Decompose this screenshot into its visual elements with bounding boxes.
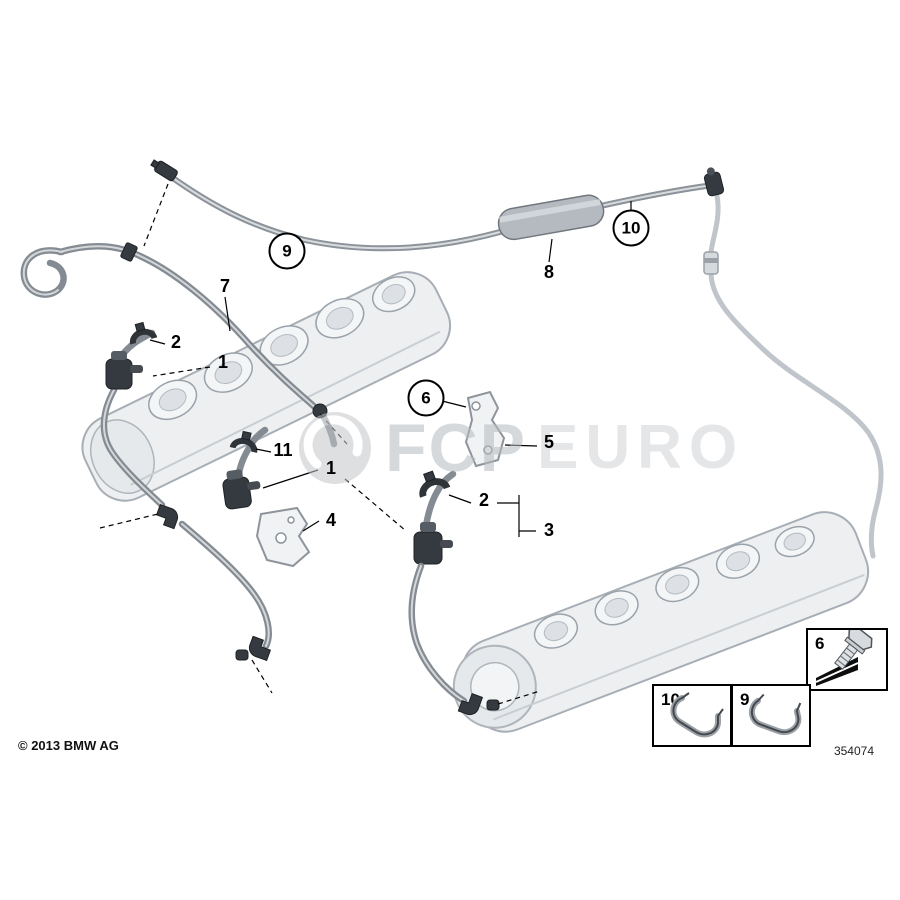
purge-valve-3 <box>413 522 453 565</box>
bolt-icon <box>815 630 873 686</box>
legend-item-bolt: 6 <box>806 628 888 691</box>
valve-assembly-lower <box>408 470 500 716</box>
tube-fitting-left <box>150 159 178 182</box>
vent-hose-right <box>703 193 884 559</box>
leader-lines <box>149 201 632 537</box>
bracket-4 <box>255 506 311 568</box>
clamp-11 <box>229 430 258 453</box>
valve-assembly-left <box>100 321 272 662</box>
copyright-text: © 2013 BMW AG <box>18 738 119 753</box>
purge-valve-1 <box>105 351 143 390</box>
hose-end-fitting <box>312 403 328 419</box>
elbow-fitting-3 <box>457 692 484 716</box>
vent-tube-top <box>150 159 725 252</box>
bracket-5 <box>464 390 506 468</box>
clip-icon <box>748 693 802 736</box>
legend-label-6: 6 <box>815 634 825 653</box>
legend-item-clip-9: 9 <box>731 684 811 747</box>
tube-fitting-right <box>703 167 725 197</box>
valve-assembly-middle <box>222 426 311 568</box>
diagram-number: 354074 <box>833 744 874 758</box>
clamp-2 <box>129 321 158 345</box>
dashed-locator-lines <box>99 183 541 705</box>
intake-manifold-upper <box>81 271 452 502</box>
inline-silencer <box>497 194 605 241</box>
clip-icon <box>670 692 724 738</box>
elbow-fitting-end <box>248 635 272 662</box>
intake-manifold-lower <box>452 511 870 733</box>
legend-item-clip-10: 10 <box>652 684 732 747</box>
elbow-fitting <box>155 503 179 530</box>
hose-clip <box>120 242 138 262</box>
clamp-2b <box>419 470 451 498</box>
legend-label-9: 9 <box>740 690 750 709</box>
purge-valve-1b <box>222 469 261 510</box>
